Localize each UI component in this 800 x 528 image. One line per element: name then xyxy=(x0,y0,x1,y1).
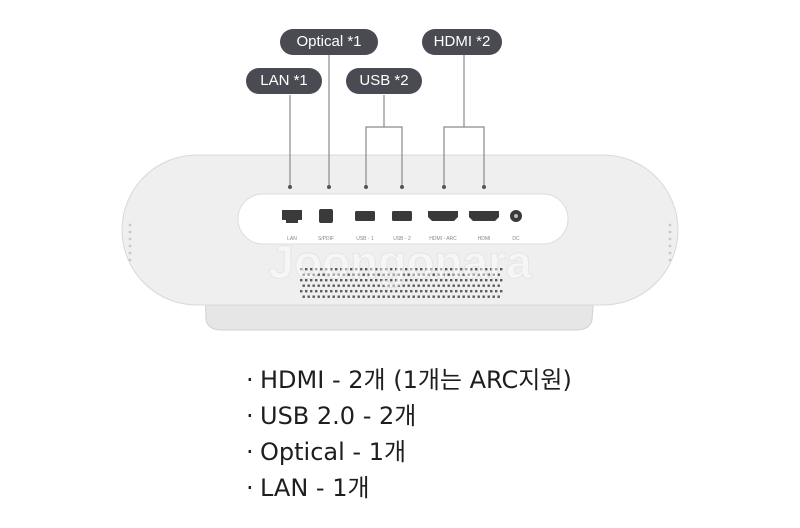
hdmi-port xyxy=(469,211,499,221)
callout-usb: USB *2 xyxy=(346,68,422,94)
lan-port xyxy=(282,210,302,223)
port-label-lan: LAN xyxy=(287,236,297,242)
callout-hdmi: HDMI *2 xyxy=(422,29,502,55)
hdmi-arc-port xyxy=(428,211,458,221)
optical-port xyxy=(319,209,333,223)
port-label-spdif: S/PDIF xyxy=(318,236,334,242)
leader-endpoints xyxy=(288,185,486,189)
port-label-usb2: USB - 2 xyxy=(393,236,411,242)
port-label-hdmi: HDMI xyxy=(478,236,491,242)
feature-item: ·Optical - 1개 xyxy=(246,438,407,466)
watermark: Joongonara xyxy=(268,236,532,288)
left-speaker-grille xyxy=(128,223,132,262)
feature-item: ·LAN - 1개 xyxy=(246,474,370,502)
callout-lan: LAN *1 xyxy=(246,68,322,94)
port-label-hdmi-arc: HDMI - ARC xyxy=(429,236,457,242)
feature-list: ·HDMI - 2개 (1개는 ARC지원) ·USB 2.0 - 2개 ·Op… xyxy=(246,362,766,506)
feature-item: ·HDMI - 2개 (1개는 ARC지원) xyxy=(246,366,572,394)
vent-grille xyxy=(300,268,503,298)
leader-lines xyxy=(289,55,485,186)
right-speaker-grille xyxy=(668,223,672,262)
port-label-usb1: USB - 1 xyxy=(356,236,374,242)
usb-1-port xyxy=(355,211,375,221)
dc-port xyxy=(510,210,522,222)
port-label-dc: DC xyxy=(512,236,520,242)
callout-optical: Optical *1 xyxy=(280,29,378,55)
feature-item: ·USB 2.0 - 2개 xyxy=(246,402,417,430)
usb-2-port xyxy=(392,211,412,221)
